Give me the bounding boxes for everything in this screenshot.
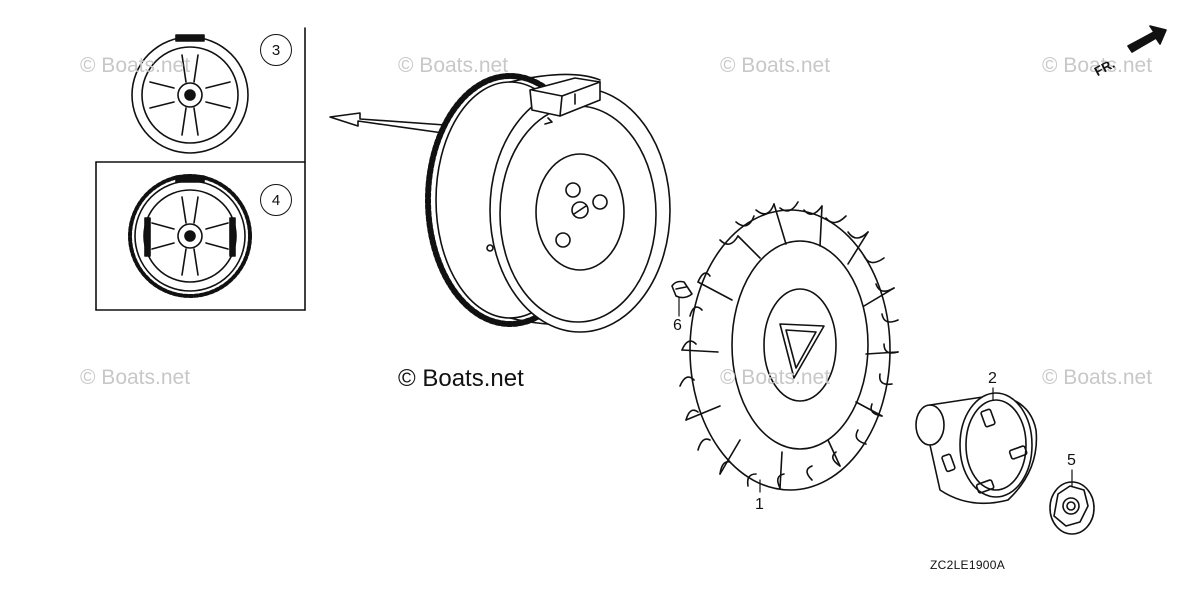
inset-variant-b-callout: 4 xyxy=(260,184,292,216)
front-direction-arrow-icon xyxy=(1127,25,1167,53)
watermark: © Boats.net xyxy=(1042,366,1153,389)
main-watermark: © Boats.net xyxy=(398,365,524,392)
inset-variant-a-callout: 3 xyxy=(260,34,292,66)
watermark: © Boats.net xyxy=(1042,54,1153,77)
flange-nut-icon xyxy=(1049,481,1095,535)
watermark: © Boats.net xyxy=(720,54,831,77)
flywheel-icon xyxy=(425,73,671,333)
watermark: © Boats.net xyxy=(80,54,191,77)
starter-pulley-icon xyxy=(915,392,1038,505)
leader-lines xyxy=(678,297,1073,493)
diagram-code: ZC2LE1900A xyxy=(930,558,1006,572)
watermark: © Boats.net xyxy=(720,366,831,389)
part-number-key[interactable]: 6 xyxy=(673,317,682,334)
inset-frame xyxy=(95,27,306,311)
reference-arrow-icon xyxy=(329,112,446,134)
part-number-fan[interactable]: 1 xyxy=(755,496,764,513)
watermark: © Boats.net xyxy=(398,54,509,77)
inset-flywheel-plain-icon xyxy=(131,34,249,154)
inset-flywheel-geared-icon xyxy=(128,174,252,298)
part-number-pulley[interactable]: 2 xyxy=(988,370,997,387)
watermark: © Boats.net xyxy=(80,366,191,389)
part-number-nut[interactable]: 5 xyxy=(1067,452,1076,469)
cooling-fan-icon xyxy=(679,201,899,491)
woodruff-key-icon xyxy=(671,280,693,299)
